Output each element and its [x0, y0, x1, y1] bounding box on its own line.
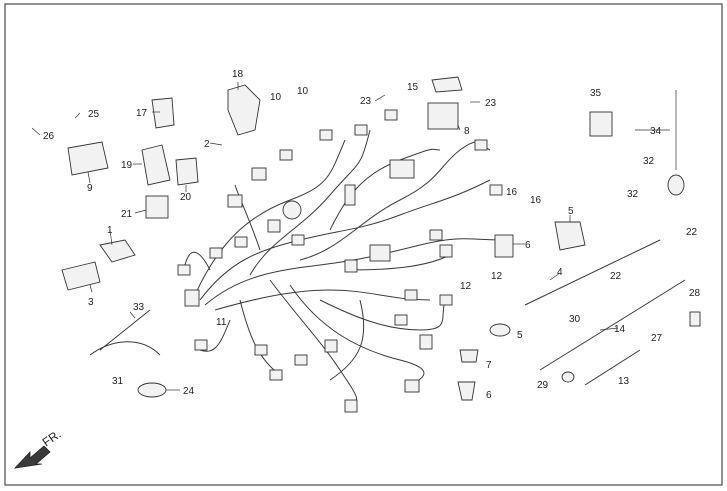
- part-17-relay: [151, 97, 175, 129]
- part-7-cap: [459, 349, 479, 363]
- part-19-flasher: [141, 144, 171, 186]
- callout-21: 21: [121, 209, 133, 220]
- part-9-regulator: [67, 141, 109, 176]
- callout-35: 35: [590, 88, 602, 99]
- callout-26: 26: [43, 131, 55, 142]
- callout-labels: 1 2 3 4 5 5 6 6 7 8 9 10 10 11 12 12 13 …: [43, 69, 701, 401]
- callout-24: 24: [183, 386, 195, 397]
- part-29-grommet: [561, 371, 575, 383]
- callout-31: 31: [112, 376, 124, 387]
- callout-3: 3: [88, 297, 94, 308]
- callout-25: 25: [88, 109, 100, 120]
- callout-1: 1: [107, 225, 113, 236]
- part-3-module: [61, 261, 101, 291]
- callout-27: 27: [651, 333, 663, 344]
- callout-2: 2: [204, 139, 210, 150]
- main-wiring-harness: [177, 109, 503, 413]
- part-5-coil: [554, 221, 586, 251]
- callout-6a: 6: [525, 240, 531, 251]
- part-35-relay: [589, 111, 613, 137]
- part-21-relay: [145, 195, 169, 219]
- part-8-ecu: [427, 102, 459, 130]
- callout-9: 9: [87, 183, 93, 194]
- callout-19: 19: [121, 160, 133, 171]
- callout-23a: 23: [360, 96, 372, 107]
- part-6-connector: [494, 234, 514, 258]
- callout-12b: 12: [491, 271, 503, 282]
- part-14-cable: [539, 279, 686, 371]
- callout-23b: 23: [485, 98, 497, 109]
- callout-22a: 22: [686, 227, 698, 238]
- part-4-cable: [524, 239, 661, 306]
- callout-30: 30: [569, 314, 581, 325]
- part-6-cap: [457, 381, 476, 401]
- callout-5a: 5: [568, 206, 574, 217]
- part-1-connector: [99, 239, 136, 263]
- callout-28: 28: [689, 288, 701, 299]
- callout-13: 13: [618, 376, 630, 387]
- callout-10a: 10: [270, 92, 282, 103]
- callout-4: 4: [557, 267, 563, 278]
- part-15-plate: [431, 76, 463, 93]
- callout-8: 8: [464, 126, 470, 137]
- callout-20: 20: [180, 192, 192, 203]
- part-28-sensor: [689, 311, 701, 327]
- callout-leaders: [31, 82, 670, 391]
- callout-16b: 16: [530, 195, 542, 206]
- callout-29: 29: [537, 380, 549, 391]
- part-13-cable: [584, 349, 641, 386]
- part-18-bracket: [227, 84, 261, 136]
- front-direction-arrow: [13, 445, 51, 469]
- callout-32a: 32: [643, 156, 655, 167]
- callout-7: 7: [486, 360, 492, 371]
- front-label: FR.: [40, 427, 64, 450]
- callout-10b: 10: [297, 86, 309, 97]
- diagram-frame: [4, 3, 723, 486]
- part-24-clamp: [137, 382, 167, 398]
- callout-16a: 16: [506, 187, 518, 198]
- part-31-subharness: [89, 309, 161, 356]
- callout-17: 17: [136, 108, 148, 119]
- callout-15: 15: [407, 82, 419, 93]
- part-5-plug: [489, 323, 511, 337]
- part-34-sensor: [667, 174, 685, 196]
- callout-12a: 12: [460, 281, 472, 292]
- callout-34: 34: [650, 126, 662, 137]
- callout-5b: 5: [517, 330, 523, 341]
- callout-33: 33: [133, 302, 145, 313]
- part-20-relay: [175, 157, 199, 186]
- callout-14: 14: [614, 324, 626, 335]
- callout-32b: 32: [627, 189, 639, 200]
- callout-6b: 6: [486, 390, 492, 401]
- callout-22b: 22: [610, 271, 622, 282]
- callout-11: 11: [216, 317, 227, 328]
- callout-18: 18: [232, 69, 244, 80]
